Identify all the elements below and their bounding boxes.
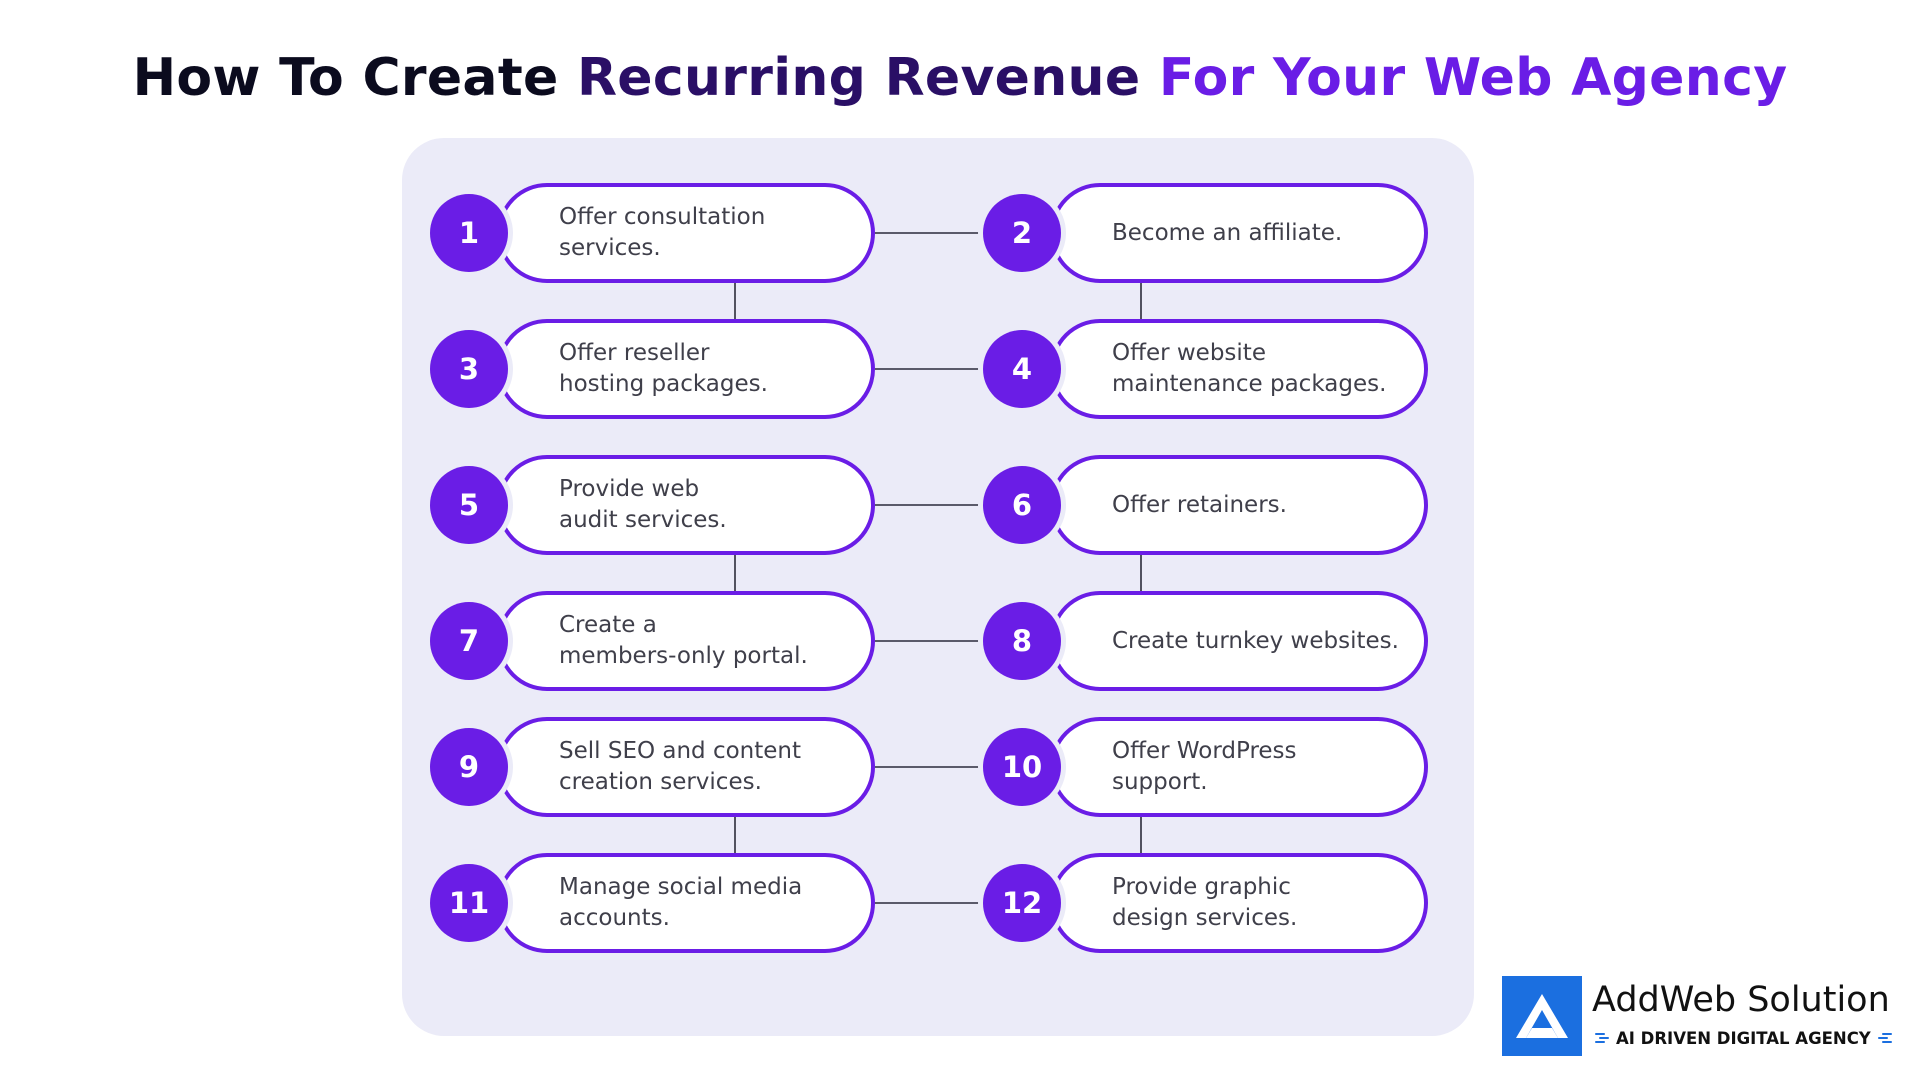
step-card-8: Create turnkey websites. <box>1050 591 1428 691</box>
step-text: Become an affiliate. <box>1112 219 1343 246</box>
step-card-6: Offer retainers. <box>1050 455 1428 555</box>
step-card-10: Offer WordPress support. <box>1050 717 1428 817</box>
step-card-4: Offer website maintenance packages. <box>1050 319 1428 419</box>
speed-lines-right-icon <box>1877 1033 1892 1043</box>
title-part-3: For Your Web Agency <box>1158 48 1788 108</box>
step-card-9: Sell SEO and content creation services. <box>497 717 875 817</box>
addweb-logo-mark-icon <box>1502 976 1582 1056</box>
step-text: Provide web audit services. <box>559 476 727 533</box>
step-card-3: Offer reseller hosting packages. <box>497 319 875 419</box>
step-number-2: 2 <box>983 194 1061 272</box>
step-number-5: 5 <box>430 466 508 544</box>
step-card-7: Create a members-only portal. <box>497 591 875 691</box>
step-number-1: 1 <box>430 194 508 272</box>
step-text: Provide graphic design services. <box>1112 874 1298 931</box>
step-text: Offer WordPress support. <box>1112 738 1297 795</box>
step-number-8: 8 <box>983 602 1061 680</box>
step-number-11: 11 <box>430 864 508 942</box>
step-number-9: 9 <box>430 728 508 806</box>
step-number-3: 3 <box>430 330 508 408</box>
step-card-1: Offer consultation services. <box>497 183 875 283</box>
step-number-6: 6 <box>983 466 1061 544</box>
title-part-2: Recurring Revenue <box>576 48 1159 108</box>
step-card-11: Manage social media accounts. <box>497 853 875 953</box>
page-title: How To Create Recurring Revenue For Your… <box>0 46 1920 110</box>
step-number-12: 12 <box>983 864 1061 942</box>
step-number-4: 4 <box>983 330 1061 408</box>
step-number-10: 10 <box>983 728 1061 806</box>
step-card-5: Provide web audit services. <box>497 455 875 555</box>
step-text: Offer website maintenance packages. <box>1112 340 1387 397</box>
step-text: Create turnkey websites. <box>1112 627 1399 654</box>
step-card-2: Become an affiliate. <box>1050 183 1428 283</box>
step-card-12: Provide graphic design services. <box>1050 853 1428 953</box>
step-text: Manage social media accounts. <box>559 874 803 931</box>
title-part-1: How To Create <box>132 48 577 108</box>
speed-lines-left-icon <box>1595 1033 1609 1043</box>
step-text: Offer consultation services. <box>559 204 766 261</box>
logo-tagline: AI DRIVEN DIGITAL AGENCY <box>1616 1028 1871 1048</box>
step-text: Offer reseller hosting packages. <box>559 340 768 397</box>
step-text: Create a members-only portal. <box>559 612 808 669</box>
step-number-7: 7 <box>430 602 508 680</box>
step-text: Offer retainers. <box>1112 491 1287 518</box>
logo-tagline-row: AI DRIVEN DIGITAL AGENCY <box>1594 1026 1893 1050</box>
logo-name: AddWeb Solution <box>1592 980 1890 1020</box>
addweb-logo: AddWeb Solution AI DRIVEN DIGITAL AGENCY <box>1502 976 1902 1058</box>
step-text: Sell SEO and content creation services. <box>559 738 802 795</box>
